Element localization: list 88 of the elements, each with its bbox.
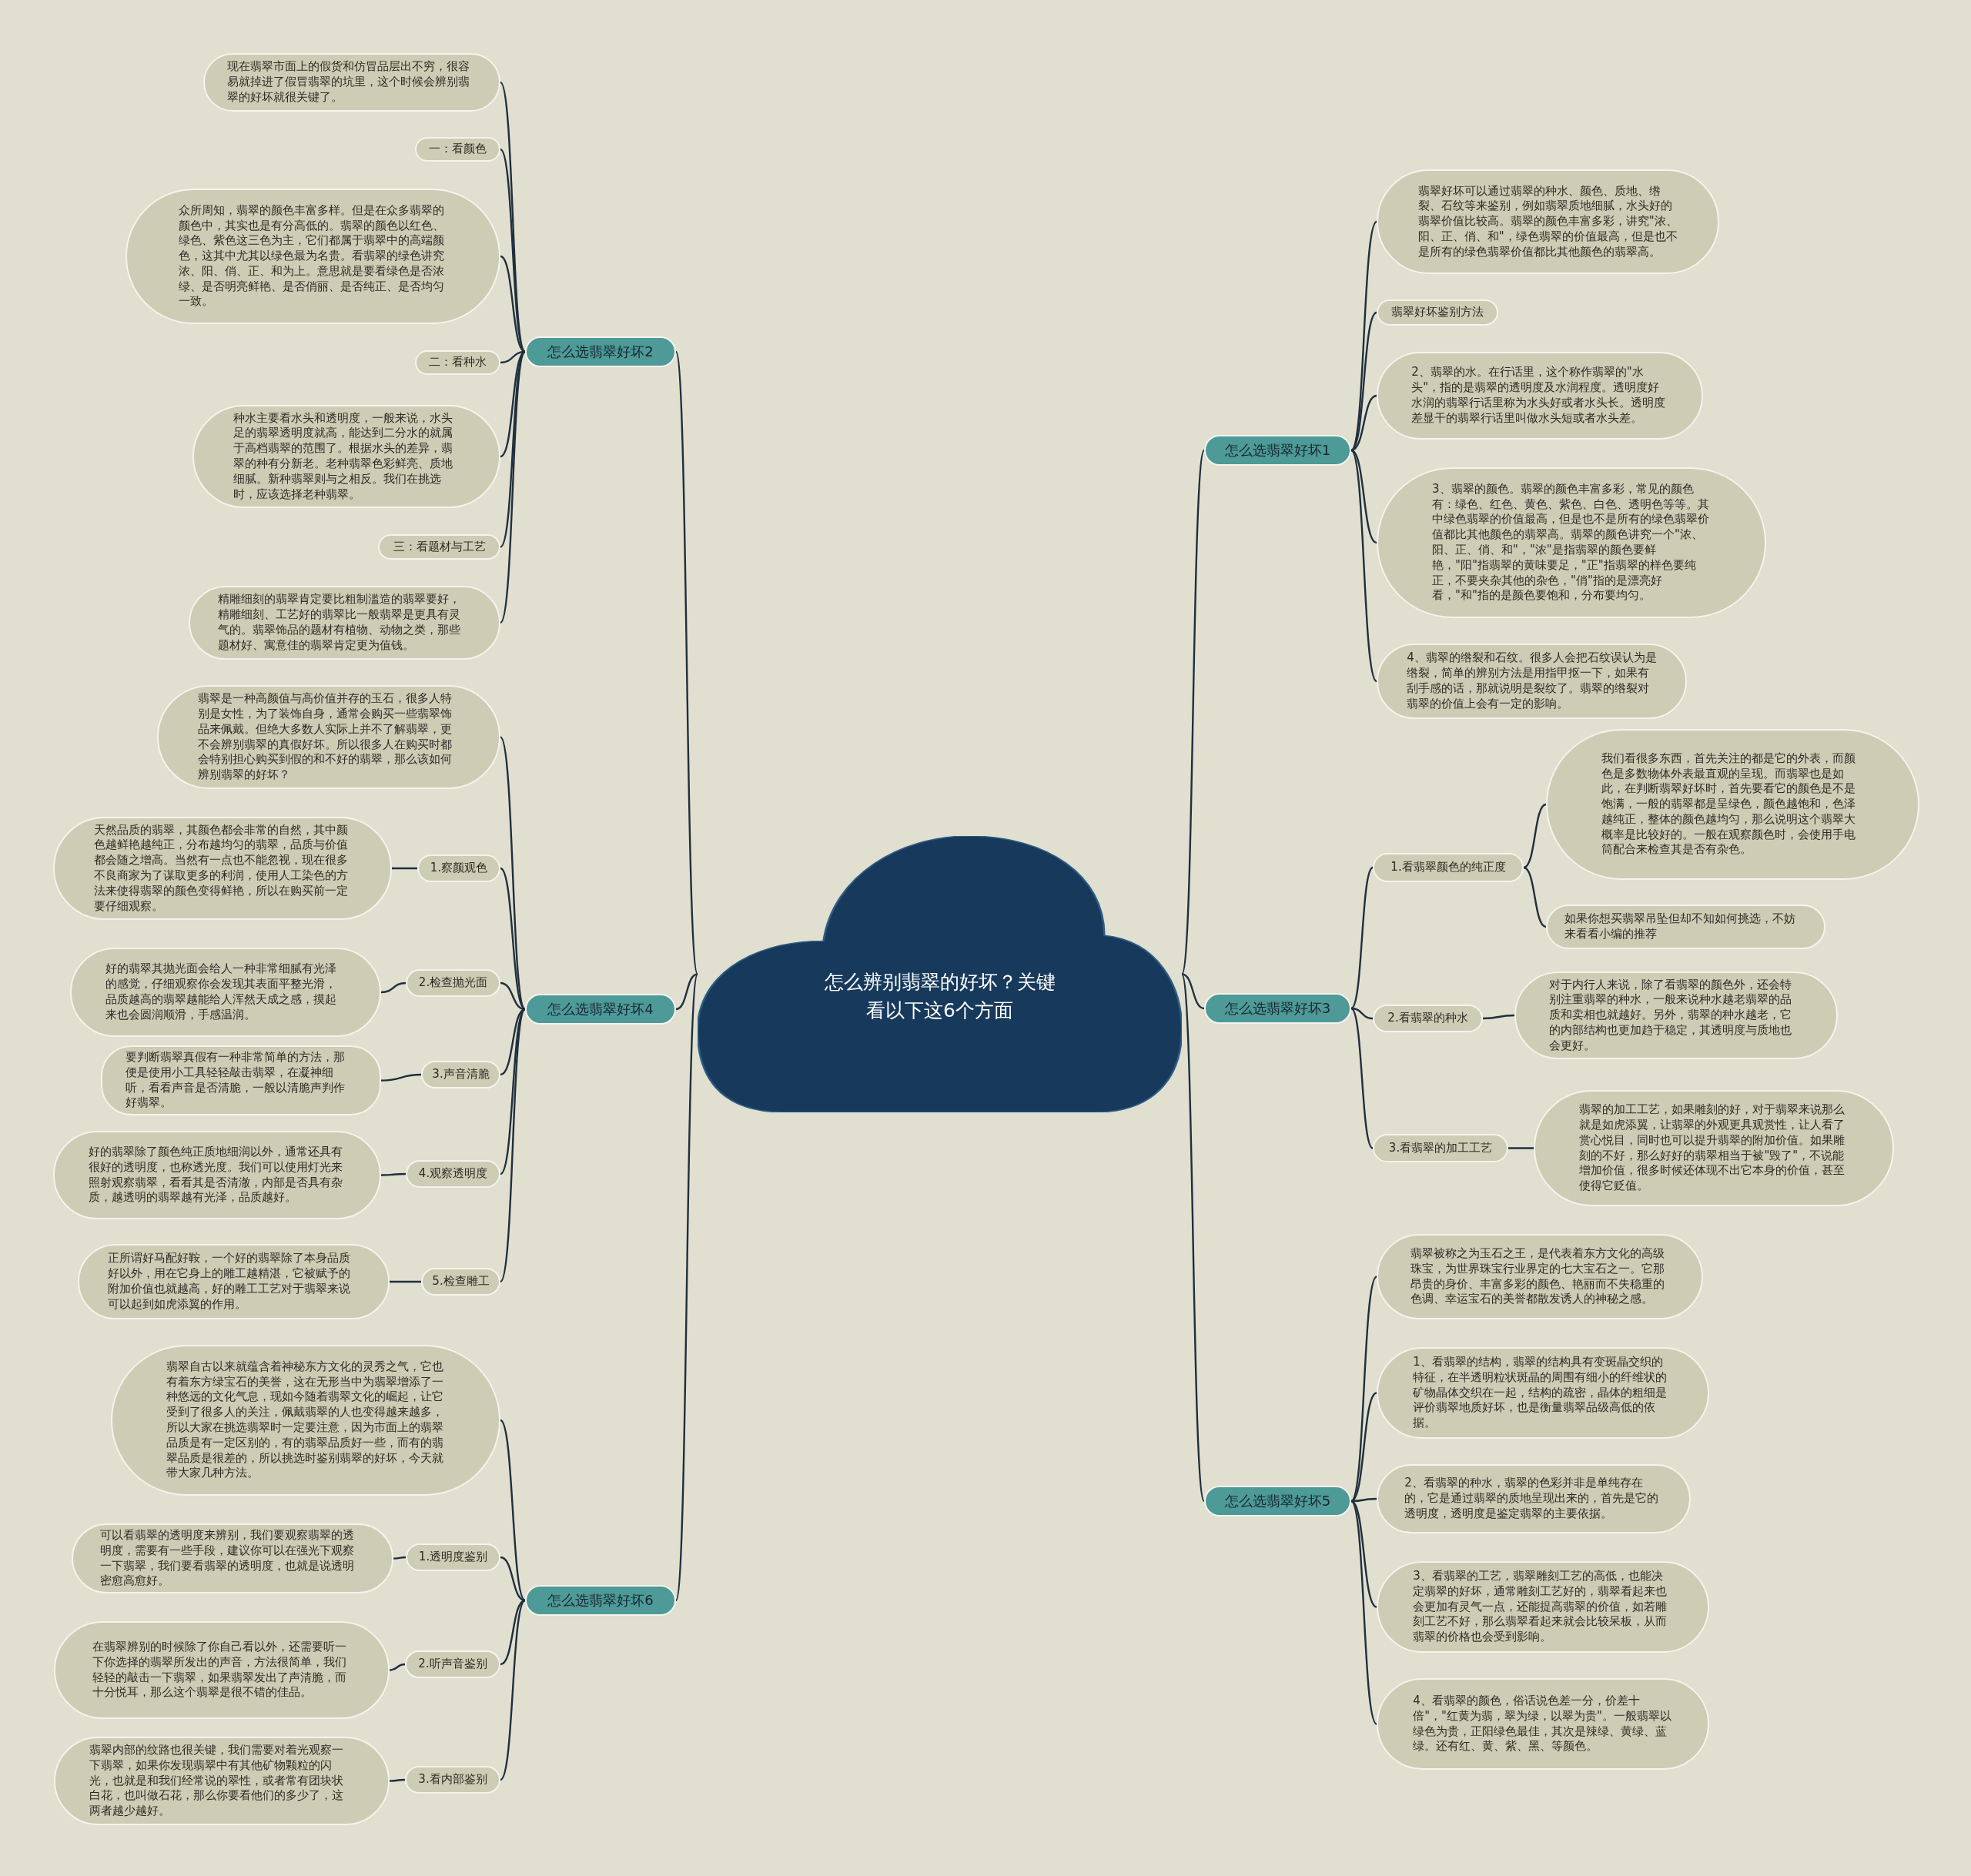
- text-bubble: 翡翠自古以来就蕴含着神秘东方文化的灵秀之气，它也有着东方绿宝石的美誉，这在无形当中为翡翠增添了一种悠远的文化气息，现如今随着翡翠文化的崛起，让它受到了很多人的关注，佩戴翡翠的人也变得越来越多，所以大家在挑选翡翠时一定要注意，因为市面上的翡翠品质是有一定区别的，有的翡翠品质好一些，而有的翡翠品质是很差的，所以挑选时鉴别翡翠的好坏，今天就带大家几种方法。: [111, 1345, 500, 1496]
- connector-line: [500, 1008, 526, 1175]
- connector-line: [500, 981, 526, 1011]
- connector-line: [1350, 1007, 1374, 1020]
- text-bubble: 可以看翡翠的透明度来辨别，我们要观察翡翠的透明度，需要有一些手段，建议你可以在强光下观察一下翡翠，我们要看翡翠的透明度，也就是说透明密愈高愈好。: [72, 1523, 393, 1594]
- text-bubble: 翡翠好坏可以通过翡翠的种水、颜色、质地、绺裂、石纹等来鉴别，例如翡翠质地细腻，水头好的翡翠价值比较高。翡翠的颜色丰富多彩，讲究"浓、阳、正、俏、和"，绿色翡翠的价值最高，但是也不是所有的绿色翡翠价值都比其他颜色的翡翠高。: [1377, 169, 1719, 274]
- subtopic-label: 2.看翡翠的种水: [1373, 1005, 1483, 1032]
- branch-topic: 怎么选翡翠好坏2: [525, 336, 676, 367]
- connector-line: [1350, 450, 1377, 682]
- text-bubble: 如果你想买翡翠吊坠但却不知如何挑选，不妨来看看小编的推荐: [1546, 905, 1825, 949]
- connector-line: [1180, 974, 1206, 1502]
- text-bubble: 要判断翡翠真假有一种非常简单的方法，那便是使用小工具轻轻敲击翡翠，在凝神细听，看看声音是否清脆，一般以清脆声判作好翡翠。: [101, 1045, 381, 1116]
- connector-line: [674, 974, 699, 1601]
- text-bubble: 天然品质的翡翠，其颜色都会非常的自然，其中颜色越鲜艳越纯正，分布越均匀的翡翠，品质与价值都会随之增高。当然有一点也不能忽视，现在很多不良商家为了谋取更多的利润，使用人工染色的方法来使得翡翠的颜色变得鲜艳，所以在购买前一定要仔细观察。: [53, 817, 392, 920]
- branch-topic: 怎么选翡翠好坏4: [525, 994, 676, 1025]
- text-bubble: 4、看翡翠的颜色，俗话说色差一分，价差十倍"，"红黄为翡，翠为绿，以翠为贵"。一般翡翠以绿色为贵，正阳绿色最佳，其次是辣绿、黄绿、蓝绿。还有红、黄、紫、黑、等颜色。: [1377, 1678, 1709, 1770]
- connector-line: [500, 1600, 526, 1781]
- connector-line: [500, 1420, 526, 1601]
- subtopic-label: 1.透明度鉴别: [406, 1543, 500, 1571]
- central-topic-text: 怎么辨别翡翠的好坏？关键看以下这6个方面: [823, 970, 1056, 1023]
- connector-line: [1181, 973, 1205, 1010]
- connector-line: [1350, 1500, 1377, 1725]
- subtopic-label: 3.看内部鉴别: [405, 1766, 500, 1794]
- connector-line: [393, 1556, 407, 1560]
- branch-topic: 怎么选翡翠好坏1: [1204, 435, 1351, 466]
- subtopic-label: 3.声音清脆: [421, 1061, 500, 1088]
- connector-line: [499, 351, 527, 624]
- connector-line: [381, 1172, 406, 1176]
- connector-line: [500, 351, 526, 548]
- text-bubble: 3、看翡翠的工艺，翡翠雕刻工艺的高低，也能决定翡翠的好坏，通常雕刻工艺好的，翡翠看起来也会更加有灵气一点，还能提高翡翠的价值，如若雕刻工艺不好，那么翡翠看起来就会比较呆板，从而翡翠的价格也会受到影响。: [1377, 1561, 1709, 1653]
- connector-line: [390, 1778, 405, 1782]
- subtopic-label: 1.察颜观色: [417, 854, 500, 882]
- subtopic-label: 二：看种水: [415, 350, 500, 375]
- text-bubble: 精雕细刻的翡翠肯定要比粗制滥造的翡翠要好，精雕细刻、工艺好的翡翠比一般翡翠是更具有灵气的。翡翠饰品的题材有植物、动物之类，那些题材好、寓意佳的翡翠肯定更为值钱。: [189, 586, 500, 660]
- connector-line: [1508, 1147, 1534, 1149]
- subtopic-label: 1.看翡翠颜色的纯正度: [1373, 853, 1524, 882]
- connector-line: [499, 82, 527, 353]
- subtopic-label: 三：看题材与工艺: [378, 534, 500, 560]
- connector-line: [500, 1599, 526, 1666]
- connector-line: [500, 1556, 526, 1602]
- connector-line: [1350, 1008, 1374, 1149]
- branch-topic: 怎么选翡翠好坏6: [525, 1585, 676, 1616]
- subtopic-label: 翡翠好坏鉴别方法: [1377, 299, 1498, 326]
- text-bubble: 好的翡翠除了颜色纯正质地细润以外，通常还具有很好的透明度，也称透光度。我们可以使用灯光来照射观察翡翠，看看其是否清澈，内部是否具有杂质，越透明的翡翠越有光泽，品质越好。: [53, 1131, 381, 1219]
- connector-line: [1351, 1497, 1377, 1503]
- subtopic-label: 5.检查雕工: [421, 1268, 500, 1296]
- text-bubble: 翡翠的加工工艺，如果雕刻的好，对于翡翠来说那么就是如虎添翼，让翡翠的外观更具观赏性，让人看了赏心悦目，同时也可以提升翡翠的附加价值。如果雕刻的不好，那么好好的翡翠相当于被"毁了"，不说能增加价值，很多时候还体现不出它本身的价值，甚至使得它贬值。: [1534, 1090, 1894, 1206]
- text-bubble: 翡翠内部的纹路也很关键，我们需要对着光观察一下翡翠，如果你发现翡翠中有其他矿物颗粒的闪光，也就是和我们经常说的翠性，或者常有团块状白花，也叫做石花，那么你要看他们的多少了，这两者越少越好。: [54, 1737, 390, 1825]
- text-bubble: 我们看很多东西，首先关注的都是它的外表，而颜色是多数物体外表最直观的呈现。而翡翠也是如此，在判断翡翠好坏时，首先要看它的颜色是不是饱满，一般的翡翠都是呈绿色，颜色越饱和，色泽越纯正，整体的颜色越均匀，那么说明这个翡翠大概率是比较好的。一般在观察颜色时，会使用手电筒配合来检查其是否有杂色。: [1546, 729, 1919, 880]
- text-bubble: 4、翡翠的绺裂和石纹。很多人会把石纹误认为是绺裂，简单的辨别方法是用指甲抠一下，如果有刮手感的话，那就说明是裂纹了。翡翠的绺裂对翡翠的价值上会有一定的影响。: [1377, 644, 1687, 719]
- text-bubble: 2、翡翠的水。在行话里，这个称作翡翠的"水头"，指的是翡翠的透明度及水润程度。透明度好水润的翡翠行话里称为水头好或者水头长。透明度差显干的翡翠行话里叫做水头短或者水头差。: [1377, 352, 1703, 440]
- connector-line: [1482, 1014, 1515, 1020]
- connector-line: [499, 736, 527, 1010]
- subtopic-label: 一：看颜色: [415, 137, 500, 162]
- connector-line: [499, 1008, 527, 1282]
- subtopic-label: 2.检查抛光面: [406, 969, 500, 997]
- text-bubble: 现在翡翠市面上的假货和仿冒品层出不穷，很容易就掉进了假冒翡翠的坑里，这个时候会辨别翡翠的好坏就很关键了。: [203, 53, 500, 112]
- text-bubble: 对于内行人来说，除了看翡翠的颜色外，还会特别注重翡翠的种水，一般来说种水越老翡翠的品质和卖相也就越好。另外，翡翠的种水越老，它的内部结构也更加趋于稳定，其透明度与质地也会更好。: [1514, 971, 1838, 1059]
- subtopic-label: 3.看翡翠的加工工艺: [1373, 1134, 1508, 1162]
- text-bubble: 翡翠是一种高颜值与高价值并存的玉石，很多人特别是女性，为了装饰自身，通常会购买一些翡翠饰品来佩戴。但绝大多数人实际上并不了解翡翠，更不会辨别翡翠的真假好坏。所以很多人在购买时都会特别担心购买到假的和不好的翡翠，那么该如何辨别翡翠的好坏？: [157, 685, 500, 789]
- connector-line: [675, 973, 698, 1011]
- connector-line: [500, 149, 526, 353]
- text-bubble: 正所谓好马配好鞍，一个好的翡翠除了本身品质好以外，用在它身上的雕工越精湛，它被赋予的附加价值也就越高，好的雕工工艺对于翡翠来说可以起到如虎添翼的作用。: [78, 1244, 390, 1319]
- connector-line: [380, 981, 407, 994]
- subtopic-label: 2.听声音鉴别: [405, 1650, 500, 1678]
- connector-line: [392, 867, 417, 870]
- text-bubble: 1、看翡翠的结构，翡翠的结构具有变斑晶交织的特征，在半透明粒状斑晶的周围有细小的纤维状的矿物晶体交织在一起，结构的疏密，晶体的粗细是评价翡翠地质好坏，也是衡量翡翠品级高低的依据。: [1377, 1347, 1709, 1439]
- connector-line: [1523, 803, 1547, 869]
- connector-line: [1180, 450, 1206, 975]
- branch-topic: 怎么选翡翠好坏3: [1204, 993, 1351, 1024]
- connector-line: [390, 1280, 421, 1283]
- text-bubble: 2、看翡翠的种水，翡翠的色彩并非是单纯存在的，它是通过翡翠的质地呈现出来的，首先是它的透明度，透明度是鉴定翡翠的主要依据。: [1377, 1464, 1691, 1533]
- branch-topic: 怎么选翡翠好坏5: [1204, 1486, 1351, 1517]
- connector-line: [1350, 449, 1377, 544]
- text-bubble: 好的翡翠其抛光面会给人一种非常细腻有光泽的感觉，仔细观察你会发现其表面平整光滑，品质越高的翡翠越能给人浑然天成之感，摸起来也会圆润顺滑，手感温润。: [70, 948, 381, 1037]
- connector-line: [1523, 866, 1547, 928]
- connector-line: [1350, 312, 1377, 451]
- text-bubble: 种水主要看水头和透明度，一般来说，水头足的翡翠透明度就高，能达到二分水的就属于高档翡翠的范围了。根据水头的差异，翡翠的种有分新老。老种翡翠色彩鲜亮、质地细腻。新种翡翠则与之相反。我们在挑选时，应该选择老种翡翠。: [192, 405, 500, 508]
- text-bubble: 3、翡翠的颜色。翡翠的颜色丰富多彩，常见的颜色有：绿色、红色、黄色、紫色、白色、透明色等等。其中绿色翡翠的价值最高，但是也不是所有的绿色翡翠价值都比其他颜色的翡翠高。翡翠的颜色讲究一个"浓、阳、正、俏、和"，"浓"是指翡翠的颜色要鲜艳，"阳"指翡翠的黄味要足，"正"指翡翠的样色要纯正，不要夹杂其他的杂色，"俏"指的是漂亮好看，"和"指的是颜色要饱和，分布要均匀。: [1377, 467, 1766, 618]
- text-bubble: 众所周知，翡翠的颜色丰富多样。但是在众多翡翠的颜色中，其实也是有分高低的。翡翠的颜色以红色、绿色、紫色这三色为主，它们都属于翡翠中的高端颜色，这其中尤其以绿色最为名贵。看翡翠的绿色讲究浓、阳、俏、正、和为上。意思就是要看绿色是否浓绿、是否明亮鲜艳、是否俏丽、是否纯正、是否均匀一致。: [125, 189, 500, 324]
- connector-line: [380, 1073, 422, 1082]
- text-bubble: 翡翠被称之为玉石之王，是代表着东方文化的高级珠宝，为世界珠宝行业界定的七大宝石之一。它那昂贵的身价、丰富多彩的颜色、艳丽而不失稳重的色调、幸运宝石的美誉都散发诱人的神秘之感。: [1377, 1234, 1703, 1319]
- subtopic-label: 4.观察透明度: [406, 1160, 500, 1188]
- connector-line: [674, 351, 699, 975]
- text-bubble: 在翡翠辨别的时候除了你自己看以外，还需要听一下你选择的翡翠所发出的声音，方法很简单，我们轻轻的敲击一下翡翠，如果翡翠发出了声清脆，而十分悦耳，那么这个翡翠是很不错的佳品。: [54, 1621, 390, 1719]
- connector-line: [500, 868, 526, 1010]
- connector-line: [389, 1663, 406, 1671]
- connector-line: [1350, 867, 1374, 1009]
